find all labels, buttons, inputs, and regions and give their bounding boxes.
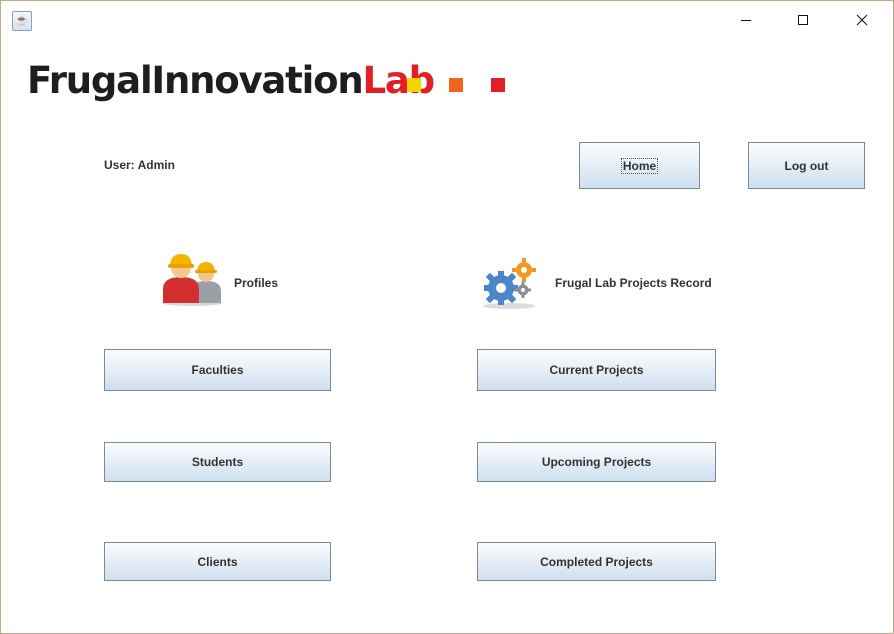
users-icon — [159, 253, 225, 312]
home-button[interactable]: Home — [579, 142, 700, 189]
maximize-button[interactable] — [780, 5, 826, 35]
logo-square-yellow — [407, 78, 421, 92]
minimize-icon — [741, 20, 751, 21]
maximize-icon — [798, 15, 808, 25]
profiles-title: Profiles — [234, 276, 279, 290]
gears-icon — [481, 256, 541, 315]
logout-button[interactable]: Log out — [748, 142, 865, 189]
clients-button[interactable]: Clients — [104, 542, 331, 581]
logo-square-orange — [449, 78, 463, 92]
logo-text-lab: Lab — [362, 59, 436, 102]
user-label: User: Admin — [104, 158, 175, 172]
java-app-icon[interactable]: ☕ — [12, 11, 32, 31]
current-projects-button[interactable]: Current Projects — [477, 349, 716, 391]
minimize-button[interactable] — [723, 5, 769, 35]
home-button-label: Home — [620, 157, 659, 174]
projects-title: Frugal Lab Projects Record — [555, 276, 712, 290]
upcoming-projects-button[interactable]: Upcoming Projects — [477, 442, 716, 482]
logo-text-main: FrugalInnovation — [27, 59, 364, 102]
faculties-button[interactable]: Faculties — [104, 349, 331, 391]
close-button[interactable] — [839, 5, 885, 35]
logo-square-red — [491, 78, 505, 92]
brand-logo: FrugalInnovationLab — [27, 59, 436, 103]
close-icon — [856, 14, 868, 26]
completed-projects-button[interactable]: Completed Projects — [477, 542, 716, 581]
students-button[interactable]: Students — [104, 442, 331, 482]
